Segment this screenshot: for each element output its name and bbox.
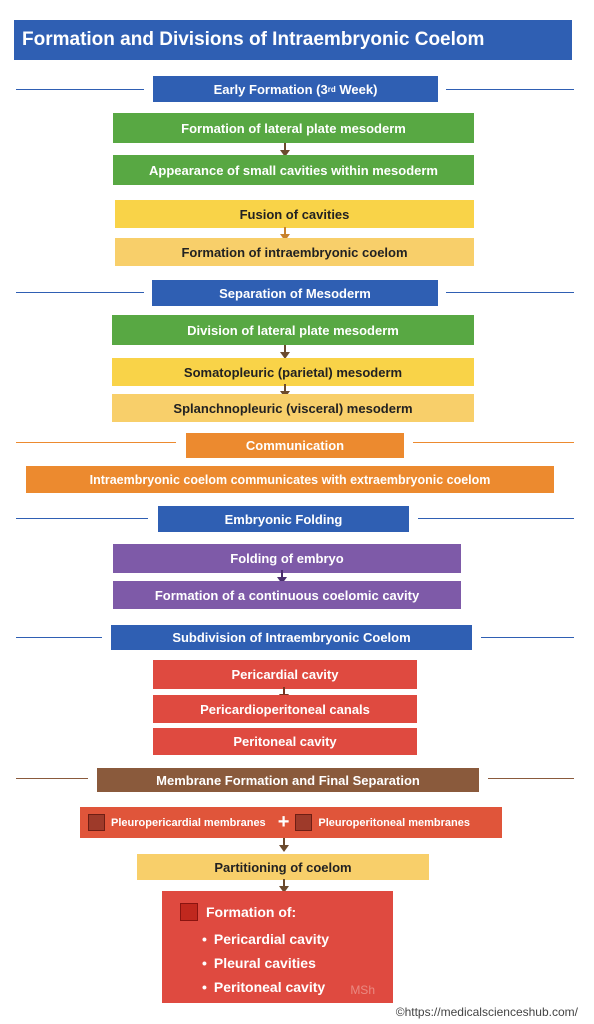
final-formation-heading: Formation of: <box>180 903 393 921</box>
step-splanchnopleuric: Splanchnopleuric (visceral) mesoderm <box>112 394 474 422</box>
step-peritoneal-cavity: Peritoneal cavity <box>153 728 417 755</box>
watermark: MSh <box>350 983 375 997</box>
square-icon <box>180 903 198 921</box>
section-heading-membrane-formation: Membrane Formation and Final Separation <box>97 768 479 792</box>
section-heading-label: Membrane Formation and Final Separation <box>156 772 420 788</box>
list-item: Pleural cavities <box>202 955 393 971</box>
arrow-down-icon <box>280 345 290 359</box>
membranes-row: Pleuropericardial membranes + Pleuroperi… <box>80 807 502 838</box>
section-heading-label: Subdivision of Intraembryonic Coelom <box>172 630 411 645</box>
step-label: Splanchnopleuric (visceral) mesoderm <box>173 400 413 416</box>
step-communicates: Intraembryonic coelom communicates with … <box>26 466 554 493</box>
step-label: Formation of intraembryonic coelom <box>181 244 408 260</box>
section-heading-separation: Separation of Mesoderm <box>152 280 438 306</box>
step-fusion-cavities: Fusion of cavities <box>115 200 474 228</box>
step-small-cavities: Appearance of small cavities within meso… <box>113 155 474 185</box>
section-heading-label: Communication <box>245 438 345 453</box>
step-label: Peritoneal cavity <box>233 734 337 749</box>
step-pericardioperitoneal-canals: Pericardioperitoneal canals <box>153 695 417 723</box>
page-title-text: Formation and Divisions of Intraembryoni… <box>22 29 485 50</box>
step-pericardial-cavity: Pericardial cavity <box>153 660 417 689</box>
step-intraembryonic-coelom-formation: Formation of intraembryonic coelom <box>115 238 474 266</box>
section-rule-left <box>16 292 144 293</box>
section-rule-left <box>16 442 176 443</box>
step-partitioning-coelom: Partitioning of coelom <box>137 854 429 880</box>
square-icon <box>295 814 313 831</box>
step-folding-embryo: Folding of embryo <box>113 544 461 573</box>
arrow-down-icon <box>279 879 289 893</box>
section-rule-right <box>488 778 574 779</box>
step-label: Folding of embryo <box>230 551 344 566</box>
section-rule-right <box>418 518 574 519</box>
early-heading-sup: rd <box>327 84 336 94</box>
step-label: Appearance of small cavities within meso… <box>149 162 438 178</box>
step-somatopleuric: Somatopleuric (parietal) mesoderm <box>112 358 474 386</box>
section-rule-right <box>413 442 574 443</box>
section-heading-label: Embryonic Folding <box>224 511 343 527</box>
step-lateral-plate-formation: Formation of lateral plate mesoderm <box>113 113 474 143</box>
step-label: Formation of a continuous coelomic cavit… <box>154 587 420 603</box>
section-heading-embryonic-folding: Embryonic Folding <box>158 506 409 532</box>
plus-icon: + <box>277 811 290 833</box>
step-label: Intraembryonic coelom communicates with … <box>89 472 491 487</box>
section-rule-right <box>446 89 574 90</box>
section-heading-label: Separation of Mesoderm <box>219 285 371 301</box>
arrow-down-icon <box>280 143 290 157</box>
pleuropericardial-membranes-label: Pleuropericardial membranes <box>111 816 266 829</box>
section-rule-left <box>16 518 148 519</box>
final-heading-label: Formation of: <box>206 904 297 920</box>
page-title: Formation and Divisions of Intraembryoni… <box>14 20 572 60</box>
section-heading-subdivision: Subdivision of Intraembryonic Coelom <box>111 625 472 650</box>
step-label: Partitioning of coelom <box>214 859 352 875</box>
credit-link[interactable]: ©https://medicalscienceshub.com/ <box>395 1005 578 1019</box>
pleuroperitoneal-membranes-label: Pleuroperitoneal membranes <box>318 816 470 829</box>
early-heading-main: Early Formation (3 <box>213 81 328 97</box>
step-label: Pericardioperitoneal canals <box>200 701 370 717</box>
final-formation-box: Formation of: Pericardial cavity Pleural… <box>162 891 393 1003</box>
arrow-down-icon <box>279 838 289 852</box>
arrow-down-icon <box>277 570 287 584</box>
step-continuous-cavity: Formation of a continuous coelomic cavit… <box>113 581 461 609</box>
section-rule-left <box>16 89 144 90</box>
list-item: Peritoneal cavity <box>202 979 393 995</box>
section-rule-right <box>446 292 574 293</box>
step-label: Fusion of cavities <box>239 206 350 222</box>
step-division-lateral-plate: Division of lateral plate mesoderm <box>112 315 474 345</box>
step-label: Formation of lateral plate mesoderm <box>181 120 406 136</box>
early-heading-end: Week) <box>335 81 378 97</box>
step-label: Somatopleuric (parietal) mesoderm <box>183 364 403 380</box>
step-label: Pericardial cavity <box>231 667 339 682</box>
section-heading-communication: Communication <box>186 433 404 458</box>
section-rule-left <box>16 637 102 638</box>
arrow-down-icon <box>280 227 290 241</box>
section-rule-left <box>16 778 88 779</box>
step-label: Division of lateral plate mesoderm <box>187 322 399 338</box>
section-rule-right <box>481 637 574 638</box>
list-item: Pericardial cavity <box>202 931 393 947</box>
square-icon <box>88 814 105 831</box>
final-cavity-list: Pericardial cavity Pleural cavities Peri… <box>180 931 393 995</box>
